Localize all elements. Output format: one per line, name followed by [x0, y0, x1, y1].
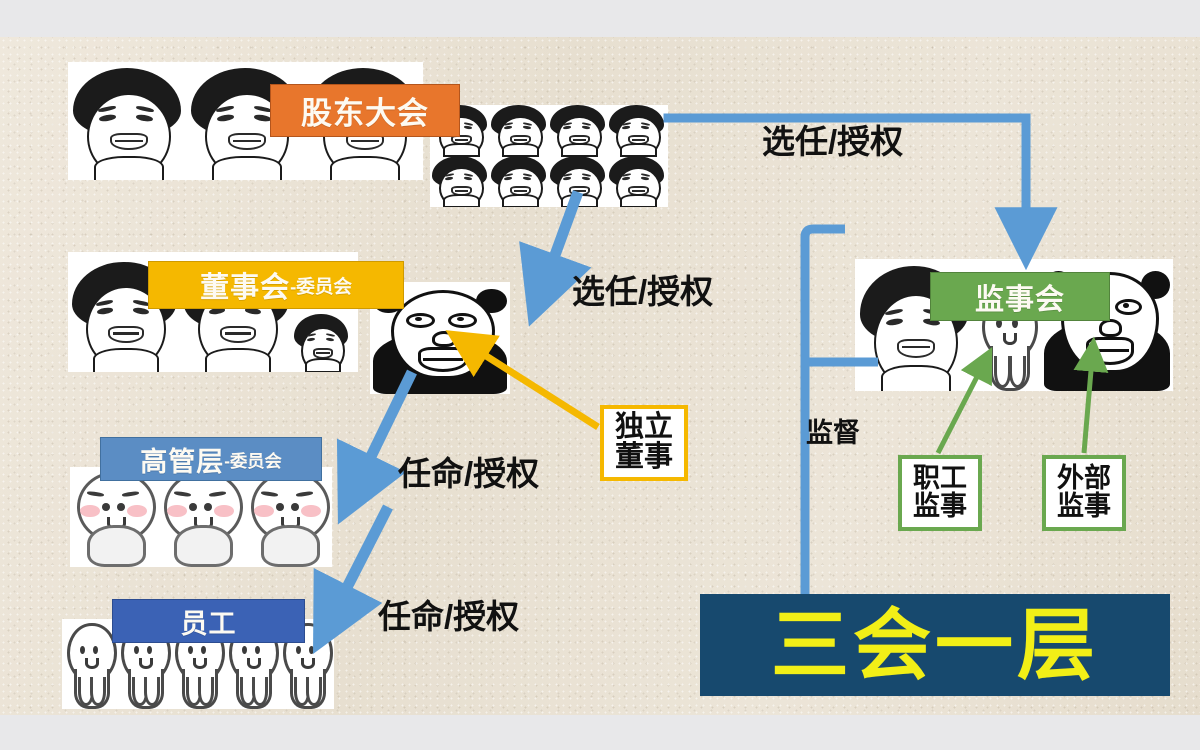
node-executives-label: 高管层 [140, 446, 225, 477]
shareholders-image-strip-right [430, 105, 668, 207]
node-staff-label: 员工 [180, 608, 237, 639]
callout-external-supervisor-line1: 外部 [1057, 463, 1111, 494]
callout-employee-supervisor-line2: 监事 [913, 491, 967, 521]
node-board-label: 董事会 [200, 272, 291, 304]
callout-external-supervisor[interactable]: 外部 监事 [1042, 455, 1126, 531]
edge-supervise-trunk [800, 224, 845, 594]
node-board[interactable]: 董事会-委员会 [148, 261, 404, 309]
callout-employee-supervisor[interactable]: 职工 监事 [898, 455, 982, 531]
callout-external-supervisor-line2: 监事 [1057, 491, 1111, 521]
edge-label-elect-supervisors: 选任/授权 [762, 123, 904, 160]
node-board-suffix: -委员会 [290, 275, 352, 297]
callout-independent-director-line1: 独立 [614, 411, 673, 444]
slide-canvas: 股东大会 董事会-委员会 高管层-委员会 员工 [0, 37, 1200, 715]
edge-label-elect-board: 选任/授权 [572, 273, 714, 310]
executives-image-strip [70, 467, 332, 567]
node-staff[interactable]: 员工 [112, 599, 305, 643]
node-executives[interactable]: 高管层-委员会 [100, 437, 322, 481]
banner-text: 三会一层 [770, 601, 1099, 689]
node-shareholders[interactable]: 股东大会 [270, 84, 460, 137]
node-supervisors-label: 监事会 [974, 283, 1065, 316]
callout-independent-director[interactable]: 独立 董事 [600, 405, 688, 481]
edge-label-appoint-executives: 任命/授权 [398, 455, 540, 492]
callout-independent-director-line2: 董事 [614, 441, 673, 473]
edge-label-appoint-staff: 任命/授权 [378, 598, 520, 635]
node-shareholders-label: 股东大会 [301, 96, 429, 131]
node-executives-suffix: -委员会 [224, 450, 282, 471]
edge-label-supervise: 监督 [806, 418, 860, 448]
node-supervisors[interactable]: 监事会 [930, 272, 1110, 321]
callout-employee-supervisor-line1: 职工 [913, 463, 967, 494]
banner-three-meetings-one-layer: 三会一层 [700, 594, 1170, 696]
